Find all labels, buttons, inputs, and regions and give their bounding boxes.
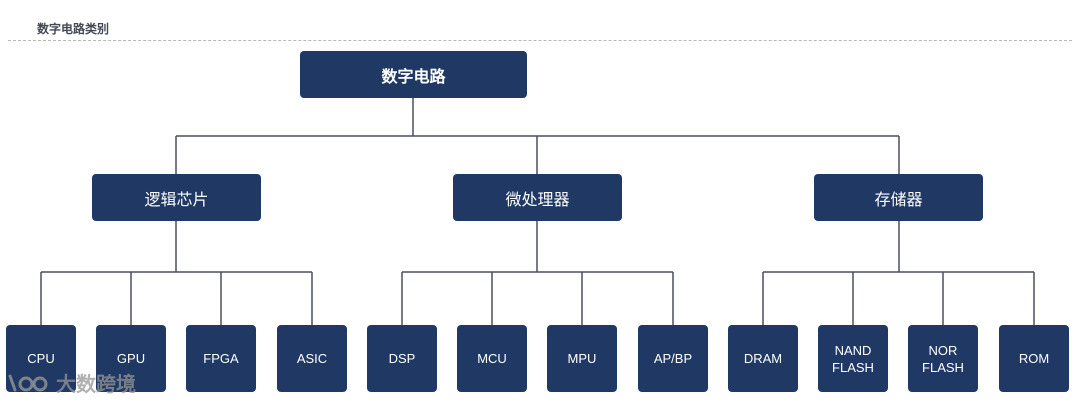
- leaf-node-mpu: MPU: [547, 325, 617, 392]
- leaf-node-ap-bp: AP/BP: [638, 325, 708, 392]
- category-node-logic-chips: 逻辑芯片: [92, 174, 261, 221]
- leaf-node-cpu: CPU: [6, 325, 76, 392]
- leaf-node-fpga: FPGA: [186, 325, 256, 392]
- watermark-text: 大数跨境: [56, 374, 136, 396]
- leaf-node-gpu: GPU: [96, 325, 166, 392]
- leaf-node-dsp: DSP: [367, 325, 437, 392]
- header-divider: [8, 40, 1072, 41]
- leaf-node-rom: ROM: [999, 325, 1069, 392]
- watermark: 大数跨境: [6, 368, 136, 397]
- leaf-node-dram: DRAM: [728, 325, 798, 392]
- page-title: 数字电路类别: [37, 22, 110, 36]
- leaf-node-asic: ASIC: [277, 325, 347, 392]
- ebrun-logo-icon: [6, 370, 50, 396]
- leaf-node-nand-flash: NAND FLASH: [818, 325, 888, 392]
- category-node-microprocessors: 微处理器: [453, 174, 622, 221]
- leaf-node-nor-flash: NOR FLASH: [908, 325, 978, 392]
- leaf-node-mcu: MCU: [457, 325, 527, 392]
- category-node-memory: 存储器: [814, 174, 983, 221]
- root-node: 数字电路: [300, 51, 527, 98]
